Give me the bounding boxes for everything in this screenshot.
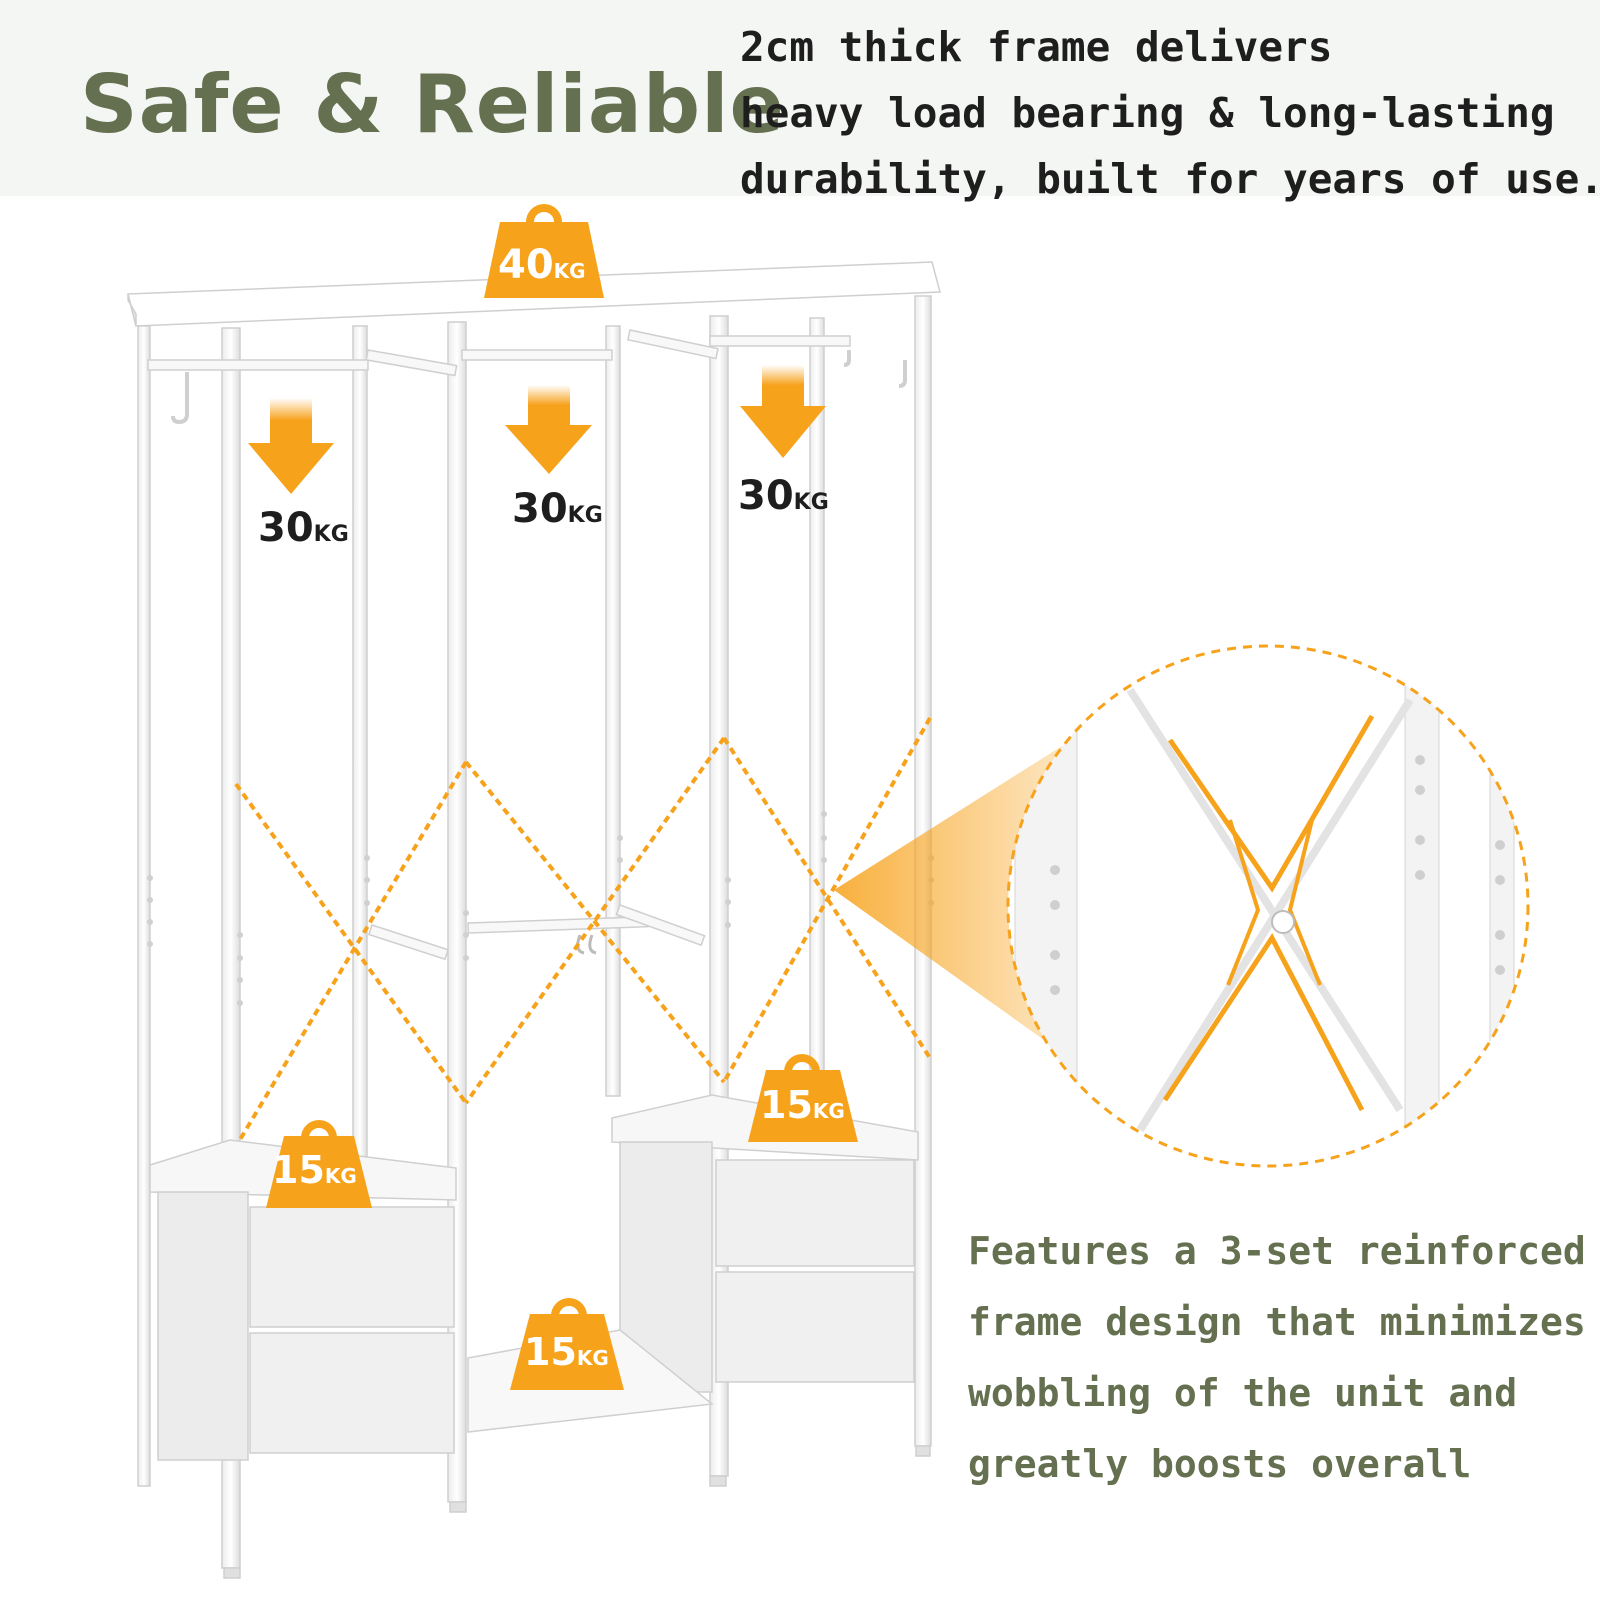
drawer [249, 1206, 455, 1328]
down-arrow-icon [740, 365, 826, 458]
top-description-line: durability, built for years of use. [740, 155, 1600, 203]
bottom-description: Features a 3-set reinforced frame design… [968, 1216, 1588, 1500]
weight-icon [484, 204, 604, 298]
load-label-bottom-shelf: 15KG [524, 1330, 609, 1374]
hanging-rod [147, 359, 369, 371]
hanging-rod [467, 915, 650, 934]
drawer [249, 1332, 455, 1454]
drawer [715, 1159, 915, 1267]
zoom-callout [1008, 646, 1528, 1166]
reinforcement-braces [234, 717, 932, 1145]
down-arrow-icon [248, 398, 334, 494]
hanging-rod [461, 349, 613, 361]
weight-icon [510, 1298, 624, 1390]
header-band [0, 0, 1600, 196]
zoom-beam [834, 746, 1072, 1060]
bottom-description-line: frame design that minimizes [968, 1300, 1586, 1344]
weight-icon [748, 1054, 858, 1142]
load-label-drawer-right: 15KG [760, 1083, 845, 1127]
weight-icon [266, 1120, 372, 1208]
zoom-circle-outline [1006, 644, 1530, 1168]
hanging-rod [709, 335, 851, 347]
load-label-rod-left: 30KG [258, 505, 349, 551]
down-arrow-icon [505, 385, 592, 474]
load-label-drawer-left: 15KG [272, 1148, 357, 1192]
bottom-description-line: wobbling of the unit and [968, 1371, 1518, 1415]
wardrobe-frame [127, 261, 941, 1579]
top-description-line: 2cm thick frame delivers [740, 23, 1333, 71]
drawer [715, 1271, 915, 1383]
load-label-top-shelf: 40KG [498, 242, 586, 288]
bottom-description-line: Features a 3-set reinforced [968, 1229, 1586, 1273]
bottom-description-line: greatly boosts overall [968, 1442, 1472, 1486]
headline: Safe & Reliable [80, 58, 785, 151]
load-label-rod-right: 30KG [738, 473, 829, 519]
load-label-rod-center: 30KG [512, 486, 603, 532]
top-description-line: heavy load bearing & long-lasting [740, 89, 1555, 137]
top-description: 2cm thick frame delivers heavy load bear… [740, 14, 1600, 212]
